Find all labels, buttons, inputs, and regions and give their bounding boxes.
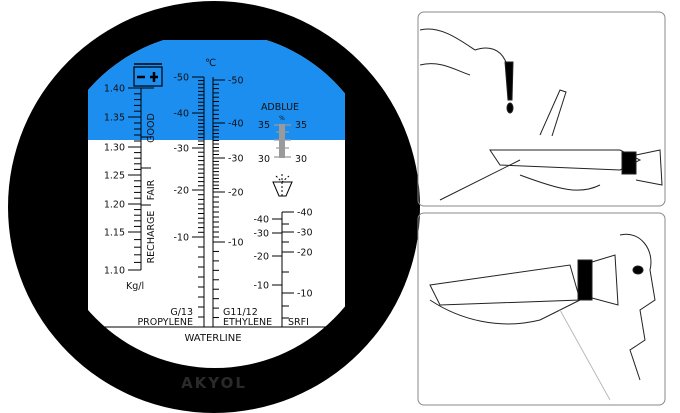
adblue-scale: ADBLUE % 35 35 30 30 [258,102,307,165]
srfi-label: SRFI [288,317,309,328]
adblue-bottom-left: 30 [258,154,270,165]
battery-zone-label: FAIR [146,179,157,200]
battery-tick-label: 1.25 [104,171,125,182]
apply-sample-illustration [417,11,666,207]
battery-tick-label: 1.40 [104,84,125,95]
ethylene-code: G11/12 [223,307,258,318]
srfi-right-tick-label: -40 [297,208,313,219]
srfi-scale: -40 -30 -20 -10 -40 -30 -20 -10 [253,208,313,327]
srfi-right-tick-label: -20 [297,248,313,259]
battery-icon [133,63,163,87]
propylene-label: PROPYLENE [137,317,193,328]
adblue-top-right: 35 [295,120,307,131]
propylene-tick-label: -40 [173,109,189,120]
battery-tick-label: 1.30 [104,143,125,154]
waterline-label: WATERLINE [184,333,241,344]
propylene-code: G/13 [170,307,193,318]
srfi-left-tick-label: -30 [253,229,269,240]
ethylene-scale: -50 -40 -30 -20 -10 [212,76,244,327]
battery-zone-label: RECHARGE [146,211,157,264]
srfi-right-tick-label: -10 [297,289,313,300]
battery-scale: 1.40 1.35 1.30 1.25 1.20 1.15 1.10 GOOD FAIR RECH… [104,84,157,277]
ethylene-tick-label: -20 [228,188,244,199]
adblue-title: ADBLUE [261,102,299,113]
propylene-scale: -50 -40 -30 -20 -10 [173,73,205,327]
adblue-unit: % [279,115,285,122]
ethylene-tick-label: -30 [228,154,244,165]
propylene-tick-label: -10 [173,233,189,244]
watermark: AKYOL [181,374,247,392]
srfi-left-tick-label: -20 [253,252,269,263]
srfi-left-tick-label: -10 [253,281,269,292]
srfi-left-tick-label: -40 [253,215,269,226]
battery-tick-label: 1.20 [104,200,125,211]
adblue-bottom-right: 30 [295,154,307,165]
droplet-icon [272,174,293,197]
ethylene-tick-label: -10 [228,238,244,249]
adblue-top-left: 35 [258,120,270,131]
ethylene-tick-label: -50 [228,76,244,87]
srfi-right-tick-label: -30 [297,228,313,239]
ethylene-label: ETHYLENE [223,317,272,328]
propylene-tick-label: -20 [173,186,189,197]
ethylene-tick-label: -40 [228,119,244,130]
view-scale-illustration [417,212,666,406]
propylene-tick-label: -30 [173,144,189,155]
battery-tick-label: 1.10 [104,266,125,277]
battery-tick-label: 1.15 [104,228,125,239]
temperature-unit: ℃ [205,58,216,69]
propylene-tick-label: -50 [173,73,189,84]
battery-unit: Kg/l [126,281,144,292]
battery-tick-label: 1.35 [104,113,125,124]
battery-zone-label: GOOD [146,113,157,143]
